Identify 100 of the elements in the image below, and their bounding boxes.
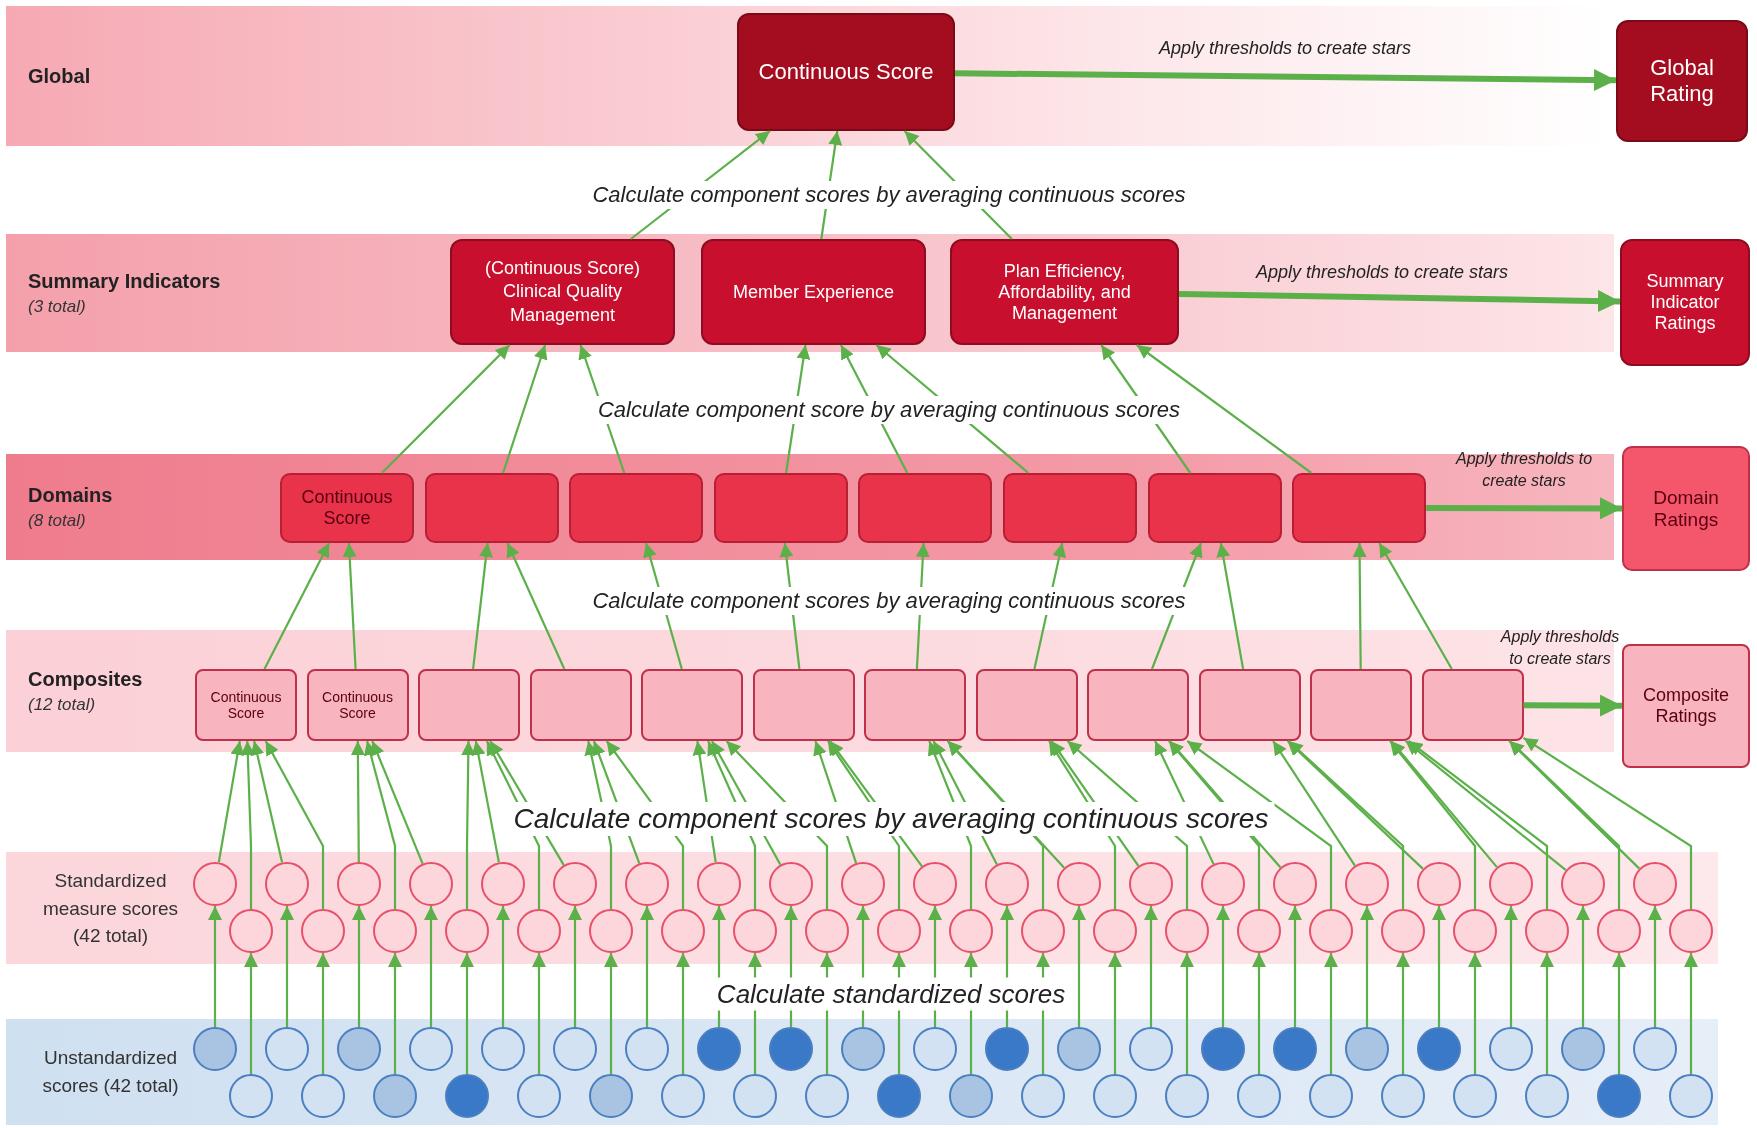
arrow xyxy=(1396,953,1410,1074)
score-circle xyxy=(1489,1027,1533,1071)
score-circle xyxy=(1669,909,1713,953)
score-box xyxy=(641,669,743,741)
arrow xyxy=(424,906,438,1027)
score-circle xyxy=(733,1074,777,1118)
score-circle xyxy=(913,862,957,906)
score-box xyxy=(1421,669,1524,741)
band-title: Domains xyxy=(28,483,113,507)
score-circle xyxy=(1489,862,1533,906)
arrow xyxy=(1378,542,1453,670)
score-circle xyxy=(1021,909,1065,953)
arrow xyxy=(568,906,582,1027)
arrow xyxy=(640,906,654,1027)
score-circle xyxy=(589,909,633,953)
arrow xyxy=(381,344,511,474)
arrow xyxy=(1407,740,1549,909)
arrow xyxy=(1522,736,1693,909)
arrow xyxy=(1286,740,1424,870)
edge-label: Apply thresholds to create stars xyxy=(1255,261,1509,283)
score-circle xyxy=(1273,1027,1317,1071)
arrow xyxy=(1426,497,1622,520)
band-title: Summary Indicators xyxy=(28,269,221,293)
score-box: Member Experience xyxy=(701,239,926,345)
score-circle xyxy=(913,1027,957,1071)
edge-label: Apply thresholds to create stars xyxy=(1499,627,1621,669)
score-circle xyxy=(265,1027,309,1071)
score-circle xyxy=(1453,909,1497,953)
score-circle xyxy=(1669,1074,1713,1118)
score-circle xyxy=(805,1074,849,1118)
score-box xyxy=(1003,473,1137,543)
arrow xyxy=(1216,906,1230,1027)
score-circle xyxy=(553,1027,597,1071)
level-band xyxy=(6,234,1614,352)
score-circle xyxy=(1057,1027,1101,1071)
band-title: Global xyxy=(28,64,91,88)
score-circle xyxy=(553,862,597,906)
score-circle xyxy=(877,909,921,953)
score-circle xyxy=(301,1074,345,1118)
score-circle xyxy=(1093,1074,1137,1118)
arrow xyxy=(506,542,566,670)
arrow xyxy=(316,953,330,1074)
score-circle xyxy=(589,1074,633,1118)
arrow xyxy=(1288,906,1302,1027)
score-circle xyxy=(1201,862,1245,906)
arrow xyxy=(1390,740,1498,868)
level-band xyxy=(6,454,1614,560)
arrow xyxy=(1432,906,1446,1027)
arrow xyxy=(604,953,618,1074)
arrow xyxy=(363,740,397,909)
score-circle xyxy=(517,1074,561,1118)
arrow xyxy=(1072,906,1086,1027)
score-circle xyxy=(661,1074,705,1118)
score-box: Continuous Score xyxy=(306,669,409,741)
score-box xyxy=(752,669,855,741)
arrow xyxy=(208,906,222,1027)
arrow xyxy=(1468,953,1482,1074)
arrow xyxy=(460,953,474,1074)
score-circle xyxy=(1417,1027,1461,1071)
score-box xyxy=(1147,473,1282,543)
score-box: Continuous Score xyxy=(737,13,955,131)
score-circle xyxy=(697,1027,741,1071)
score-circle xyxy=(625,862,669,906)
arrow xyxy=(496,906,510,1027)
score-circle xyxy=(1381,1074,1425,1118)
arrow xyxy=(1684,953,1698,1074)
score-circle xyxy=(877,1074,921,1118)
arrow xyxy=(1360,906,1374,1027)
arrow xyxy=(1523,694,1623,717)
arrow xyxy=(1389,740,1477,909)
score-circle xyxy=(229,1074,273,1118)
score-circle xyxy=(1237,1074,1281,1118)
arrow xyxy=(352,906,366,1027)
arrow xyxy=(1508,740,1641,870)
score-circle xyxy=(949,909,993,953)
score-box: Continuous Score xyxy=(195,669,297,741)
arrow xyxy=(217,740,245,863)
score-circle xyxy=(1129,1027,1173,1071)
band-count: (3 total) xyxy=(28,296,86,317)
arrow xyxy=(250,740,284,863)
score-box: Plan Efficiency, Affordability, and Management xyxy=(950,239,1179,345)
band-title: Standardized measure scores (42 total) xyxy=(41,868,180,948)
score-circle xyxy=(1525,909,1569,953)
score-circle xyxy=(1633,862,1677,906)
score-circle xyxy=(229,909,273,953)
rating-box: Summary Indicator Ratings xyxy=(1620,239,1750,366)
arrow xyxy=(264,740,325,909)
arrow xyxy=(1404,740,1567,872)
score-circle xyxy=(733,909,777,953)
score-circle xyxy=(193,862,237,906)
band-count: (12 total) xyxy=(28,694,96,715)
score-circle xyxy=(193,1027,237,1071)
score-box xyxy=(1310,669,1412,741)
arrow xyxy=(1108,953,1122,1074)
score-circle xyxy=(805,909,849,953)
score-box xyxy=(858,473,993,543)
score-circle xyxy=(1417,862,1461,906)
score-circle xyxy=(1309,1074,1353,1118)
level-band xyxy=(6,1019,1718,1125)
arrow xyxy=(471,740,500,863)
